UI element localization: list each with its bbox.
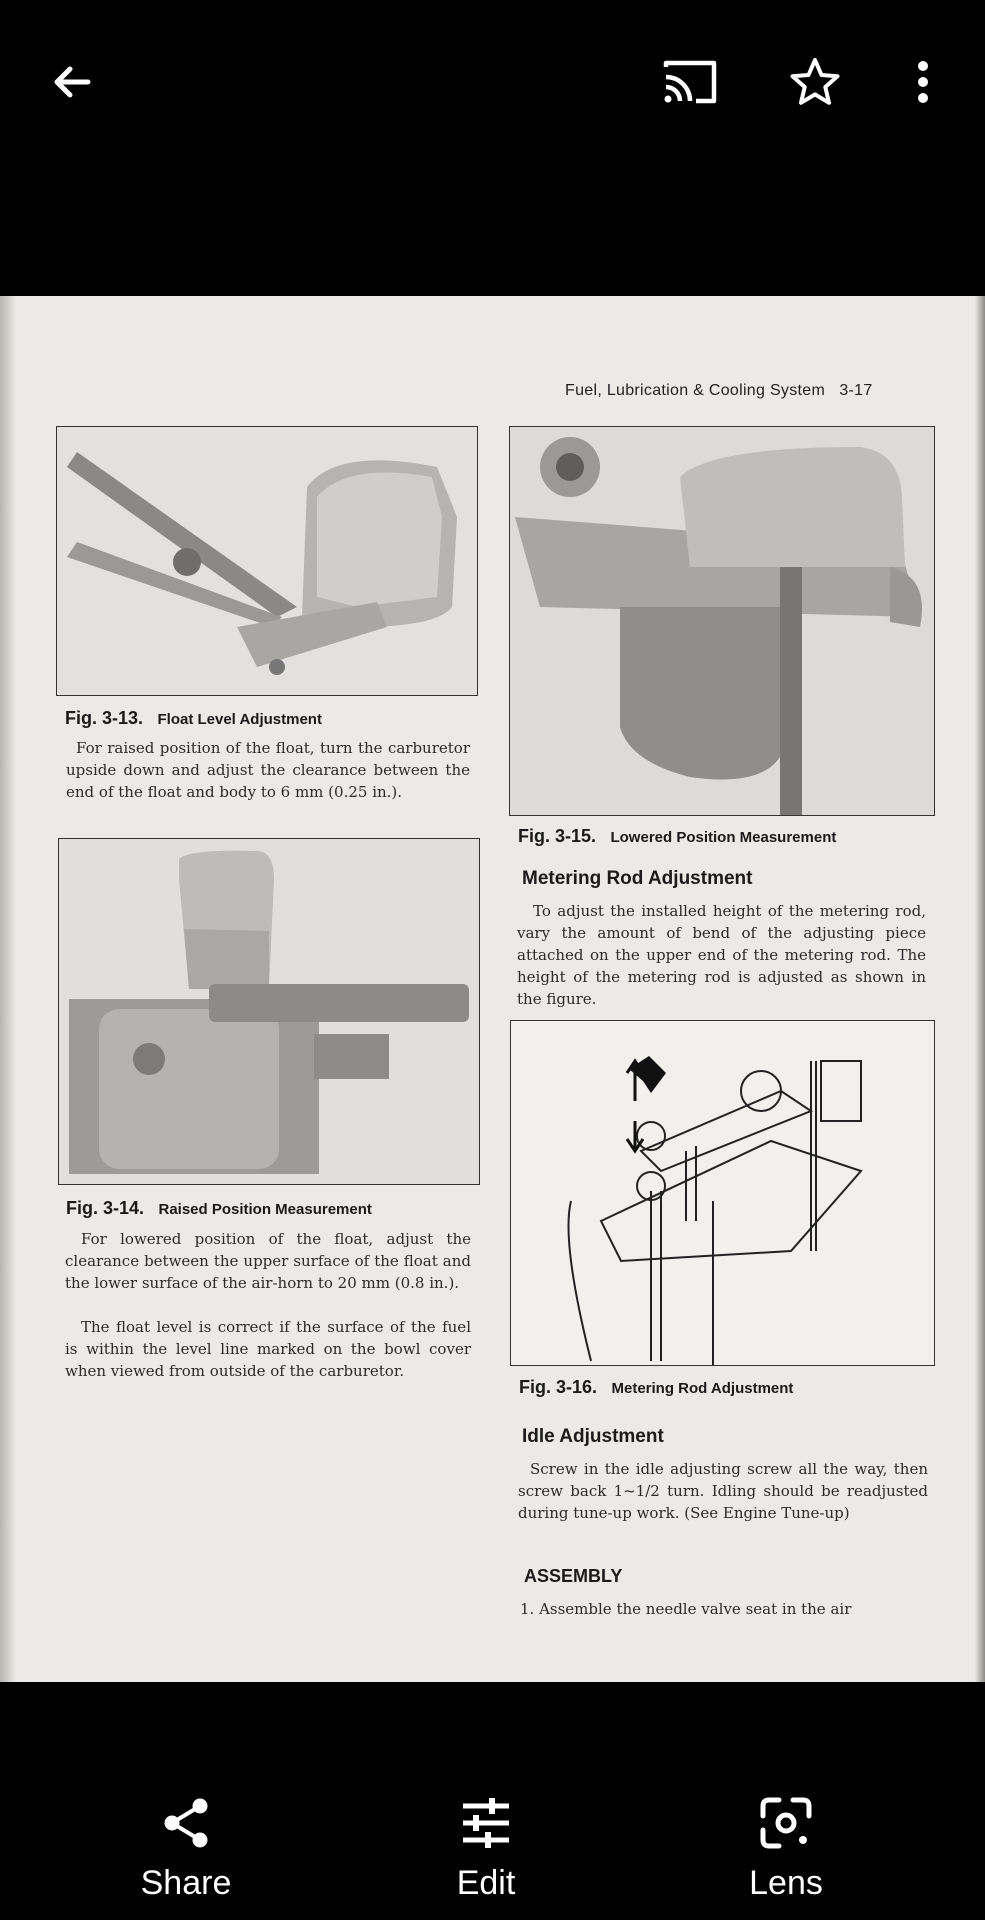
figure-caption: Fig. 3-13. Float Level Adjustment <box>65 708 322 729</box>
cast-icon <box>663 60 717 104</box>
lens-camera-icon <box>760 1797 812 1849</box>
more-vert-icon <box>918 61 928 103</box>
paragraph-metering-rod: To adjust the installed height of the me… <box>517 902 926 1008</box>
top-app-bar <box>0 0 985 170</box>
page-header: Fuel, Lubrication & Cooling System 3-17 <box>565 382 873 399</box>
lens-button[interactable]: Lens <box>686 1796 886 1903</box>
figure-title: Raised Position Measurement <box>158 1201 372 1218</box>
cast-button[interactable] <box>660 52 720 112</box>
figure-caption: Fig. 3-14. Raised Position Measurement <box>66 1198 372 1219</box>
paragraph-float-level-check: The float level is correct if the surfac… <box>65 1318 471 1380</box>
lens-label: Lens <box>749 1864 823 1902</box>
metering-rod-drawing <box>511 1021 934 1365</box>
lowered-position-illustration <box>510 427 934 815</box>
share-icon <box>164 1798 208 1848</box>
paragraph-float-level: For raised position of the float, turn t… <box>66 739 470 801</box>
figure-title: Metering Rod Adjustment <box>611 1380 794 1397</box>
figure-number: Fig. 3-16. <box>519 1377 598 1397</box>
star-outline-icon <box>790 58 840 105</box>
section-heading-assembly: ASSEMBLY <box>524 1566 623 1586</box>
tune-sliders-icon <box>463 1798 509 1848</box>
bottom-action-bar: Share Edit Lens <box>0 1700 985 1920</box>
figure-number: Fig. 3-15. <box>518 826 597 846</box>
page-edge-shadow <box>975 296 985 1682</box>
figure-caption: Fig. 3-15. Lowered Position Measurement <box>518 826 836 847</box>
page-edge-shadow <box>0 296 16 1682</box>
paragraph-lowered-position: For lowered position of the float, adjus… <box>65 1230 471 1292</box>
figure-float-level-adjustment <box>56 426 478 696</box>
figure-raised-position-measurement <box>58 838 480 1185</box>
arrow-left-icon <box>54 66 91 98</box>
raised-position-illustration <box>59 839 479 1184</box>
share-button[interactable]: Share <box>86 1796 286 1903</box>
back-button[interactable] <box>42 52 102 112</box>
section-heading-idle-adjustment: Idle Adjustment <box>522 1426 664 1447</box>
paragraph-idle-adjustment: Screw in the idle adjusting screw all th… <box>518 1460 928 1522</box>
figure-lowered-position-measurement <box>509 426 935 816</box>
photo-viewer[interactable]: Fuel, Lubrication & Cooling System 3-17 … <box>0 296 985 1682</box>
figure-number: Fig. 3-14. <box>66 1198 145 1218</box>
figure-title: Lowered Position Measurement <box>610 829 837 846</box>
section-heading-metering-rod: Metering Rod Adjustment <box>522 868 753 889</box>
paragraph-assembly: 1. Assemble the needle valve seat in the… <box>520 1600 852 1618</box>
float-adjust-illustration <box>57 427 477 695</box>
favorite-button[interactable] <box>785 52 845 112</box>
figure-title: Float Level Adjustment <box>157 711 322 728</box>
figure-number: Fig. 3-13. <box>65 708 144 728</box>
figure-metering-rod-adjustment <box>510 1020 935 1366</box>
more-options-button[interactable] <box>893 52 953 112</box>
edit-label: Edit <box>456 1864 516 1902</box>
share-label: Share <box>140 1864 232 1902</box>
edit-button[interactable]: Edit <box>386 1796 586 1903</box>
figure-caption: Fig. 3-16. Metering Rod Adjustment <box>519 1377 793 1398</box>
